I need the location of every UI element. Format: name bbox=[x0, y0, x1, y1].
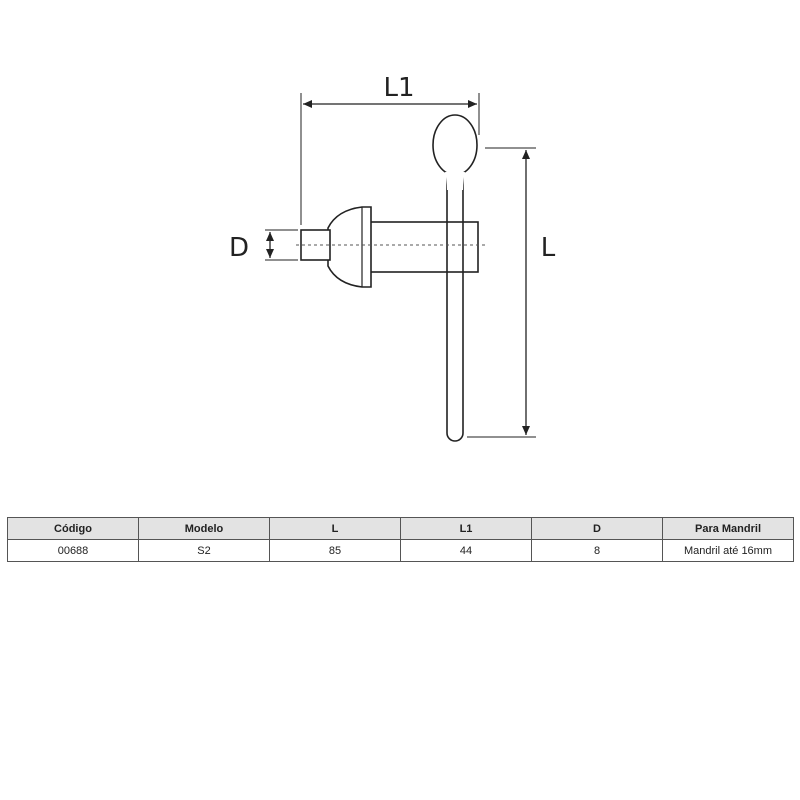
header-modelo: Modelo bbox=[138, 517, 270, 540]
l-label: L bbox=[541, 233, 556, 263]
handle-neck bbox=[445, 172, 465, 190]
d-label: D bbox=[229, 233, 249, 263]
cell-para-mandril: Mandril até 16mm bbox=[662, 539, 794, 562]
cell-d: 8 bbox=[531, 539, 663, 562]
handle-grip bbox=[432, 114, 478, 176]
table-header-row: Código Modelo L L1 D Para Mandril bbox=[7, 517, 794, 540]
header-codigo: Código bbox=[7, 517, 139, 540]
handle-bar bbox=[446, 169, 464, 442]
header-l: L bbox=[269, 517, 401, 540]
table-row: 00688 S2 85 44 8 Mandril até 16mm bbox=[7, 539, 794, 562]
key-shaft bbox=[367, 221, 479, 273]
l1-label: L1 bbox=[383, 73, 414, 103]
header-l1: L1 bbox=[400, 517, 532, 540]
spec-table: Código Modelo L L1 D Para Mandril 00688 … bbox=[7, 517, 794, 562]
cell-codigo: 00688 bbox=[7, 539, 139, 562]
cell-l1: 44 bbox=[400, 539, 532, 562]
header-d: D bbox=[531, 517, 663, 540]
key-cone bbox=[327, 206, 372, 288]
cell-l: 85 bbox=[269, 539, 401, 562]
chuck-key-drawing: L1 L D bbox=[229, 73, 556, 442]
cell-modelo: S2 bbox=[138, 539, 270, 562]
header-para-mandril: Para Mandril bbox=[662, 517, 794, 540]
